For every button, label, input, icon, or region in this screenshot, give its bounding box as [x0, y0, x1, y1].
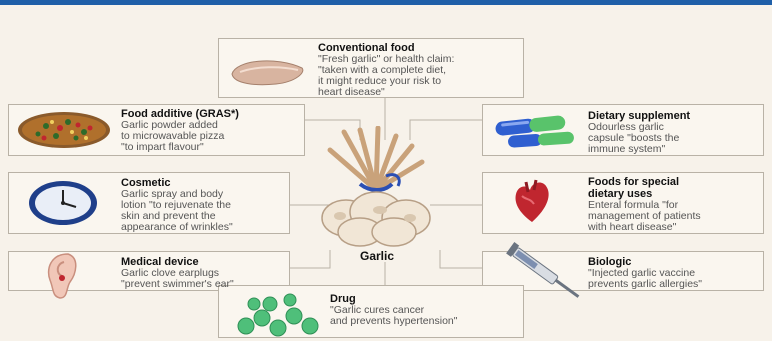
garlic-clove-icon [226, 54, 308, 88]
text-biologic: Biologic "Injected garlic vaccine preven… [588, 256, 762, 290]
ear-icon [40, 250, 84, 300]
clock-icon [24, 178, 102, 228]
text-food-additive: Food additive (GRAS*) Garlic powder adde… [121, 108, 303, 153]
desc-medical-device: Garlic clove earplugs "prevent swimmer's… [121, 268, 289, 290]
syringe-icon [500, 240, 590, 306]
capsule-icon [490, 112, 582, 150]
desc-conventional-food: "Fresh garlic" or health claim: "taken w… [318, 54, 523, 98]
pills-icon [232, 290, 324, 338]
text-drug: Drug "Garlic cures cancer and prevents h… [330, 293, 522, 327]
text-special-dietary: Foods for special dietary uses Enteral f… [588, 176, 762, 233]
pizza-icon [16, 110, 112, 150]
text-dietary-supplement: Dietary supplement Odourless garlic caps… [588, 110, 762, 155]
text-conventional-food: Conventional food "Fresh garlic" or heal… [318, 42, 523, 98]
text-medical-device: Medical device Garlic clove earplugs "pr… [121, 256, 289, 290]
desc-food-additive: Garlic powder added to microwavable pizz… [121, 120, 303, 153]
desc-drug: "Garlic cures cancer and prevents hypert… [330, 305, 522, 327]
heart-icon [512, 176, 552, 226]
center-label-garlic: Garlic [360, 249, 394, 263]
desc-biologic: "Injected garlic vaccine prevents garlic… [588, 268, 762, 290]
desc-cosmetic: Garlic spray and body lotion "to rejuven… [121, 189, 289, 233]
text-cosmetic: Cosmetic Garlic spray and body lotion "t… [121, 177, 289, 233]
desc-dietary-supplement: Odourless garlic capsule "boosts the imm… [588, 122, 762, 155]
garlic-bundle-icon [300, 126, 452, 250]
title-special-dietary: Foods for special dietary uses [588, 176, 762, 200]
desc-special-dietary: Enteral formula "for management of patie… [588, 200, 762, 233]
